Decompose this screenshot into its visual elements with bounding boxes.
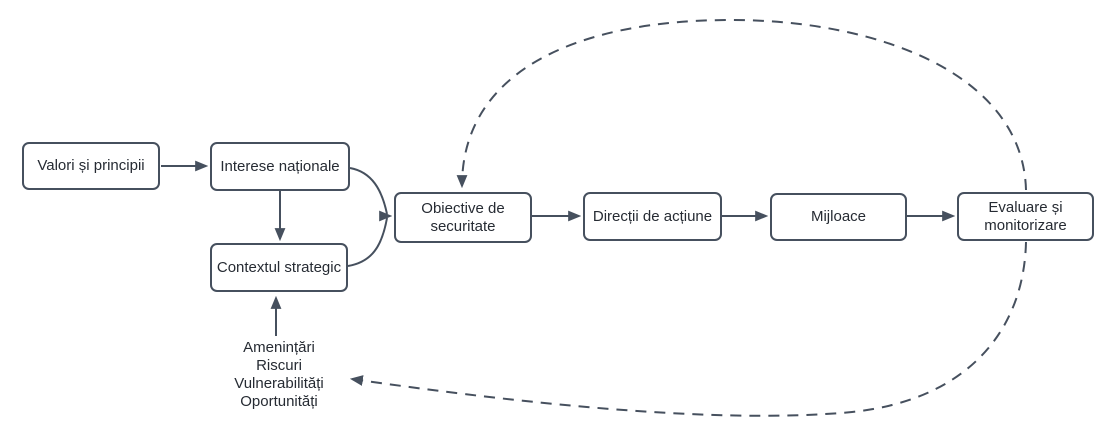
node-label: Direcții de acțiune [592,207,713,225]
node-directii-de-actiune: Direcții de acțiune [583,192,722,241]
threat-item: Oportunități [240,393,318,410]
node-label: Contextul strategic [216,258,342,276]
connector-interese-to-merge [349,167,388,215]
node-valori-si-principii: Valori și principii [22,142,160,190]
node-obiective-de-securitate: Obiective de securitate [394,192,532,243]
threat-item: Riscuri [256,357,302,374]
node-interese-nationale: Interese naționale [210,142,350,191]
node-mijloace: Mijloace [770,193,907,241]
threat-item: Vulnerabilități [234,375,324,392]
node-evaluare-si-monitorizare: Evaluare și monitorizare [957,192,1094,241]
node-label: Obiective de securitate [421,199,505,235]
node-label: Mijloace [810,208,867,225]
connector-contextul-to-merge [347,217,388,267]
node-label: Interese naționale [220,157,340,175]
node-label: Evaluare și monitorizare [984,198,1067,234]
threat-item: Amenințări [243,339,315,356]
threat-factors-list: Amenințări Riscuri Vulnerabilități Oport… [204,339,354,411]
connector-feedback-evaluare-to-threats [349,241,1027,417]
connector-feedback-evaluare-to-obiective [456,18,1027,191]
node-label: Valori și principii [37,157,145,174]
node-contextul-strategic: Contextul strategic [210,243,348,292]
